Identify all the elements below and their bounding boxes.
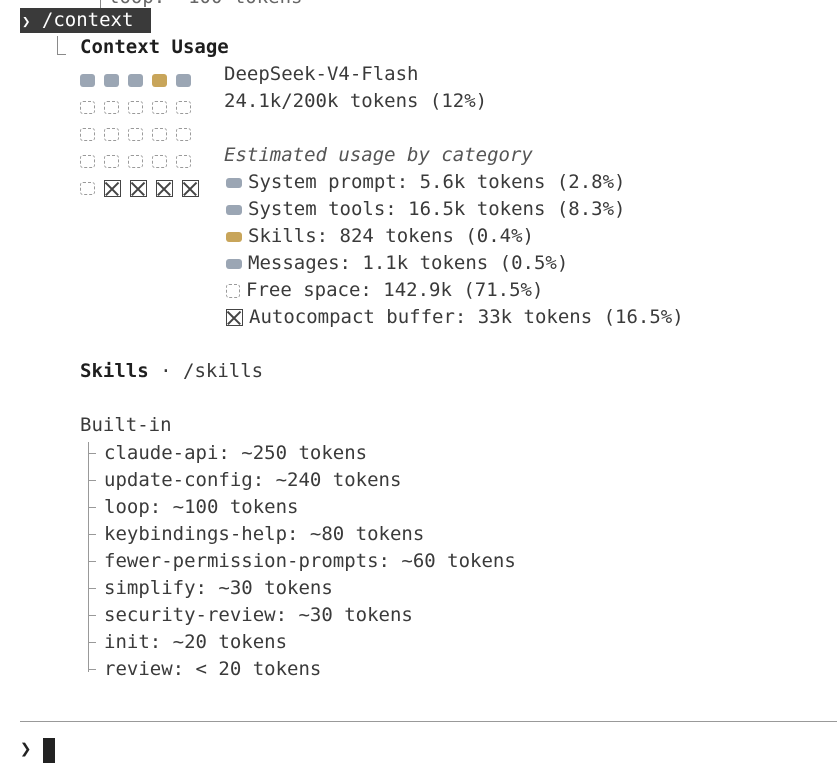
skill-list-item: init: ~20 tokens [88,629,516,656]
tree-connector [88,588,96,589]
skill-label: keybindings-help: ~80 tokens [104,523,425,545]
free-space-block-icon [80,155,95,168]
tree-connector [88,642,96,643]
free-space-block-icon [152,128,167,141]
tree-connector [100,0,101,8]
free-space-block-icon [176,101,191,114]
skills-separator: · [160,360,172,382]
category-row: Free space: 142.9k (71.5%) [226,277,684,304]
tree-connector [88,615,96,616]
usage-grid-row [80,121,208,148]
free-space-block-icon [176,128,191,141]
free-space-block-icon [226,283,240,298]
autocompact-buffer-block-icon [104,180,121,197]
tree-connector [57,36,66,55]
tree-connector [88,480,96,481]
usage-grid [80,67,208,202]
free-space-block-icon [152,155,167,168]
category-row: System tools: 16.5k tokens (8.3%) [226,196,684,223]
skill-list: claude-api: ~250 tokens update-config: ~2… [88,440,516,683]
tree-connector [88,442,89,672]
skill-list-item: simplify: ~30 tokens [88,575,516,602]
free-space-block-icon [104,155,119,168]
usage-grid-row [80,148,208,175]
category-label: Skills: 824 tokens (0.4%) [248,225,534,247]
free-space-block-icon [80,182,95,195]
free-space-block-icon [176,155,191,168]
skill-label: fewer-permission-prompts: ~60 tokens [104,550,516,572]
input-prompt-chevron-icon: ❯ [20,738,32,760]
skill-list-item: keybindings-help: ~80 tokens [88,521,516,548]
tree-connector [88,534,96,535]
skill-label: claude-api: ~250 tokens [104,442,368,464]
category-label: System prompt: 5.6k tokens (2.8%) [248,171,626,193]
usage-grid-row [80,67,208,94]
free-space-block-icon [128,128,143,141]
free-space-block-icon [152,101,167,114]
free-space-block-icon [104,101,119,114]
skill-list-item: security-review: ~30 tokens [88,602,516,629]
system-tools-block-icon [226,204,242,215]
skill-label: init: ~20 tokens [104,631,288,653]
skill-list-item: claude-api: ~250 tokens [88,440,516,467]
tree-connector [88,561,96,562]
skills-heading: Skills · /skills [80,358,263,385]
autocompact-buffer-block-icon [226,309,243,326]
free-space-block-icon [80,101,95,114]
previous-output-fragment: loop: ~100 tokens [108,0,302,11]
free-space-block-icon [128,101,143,114]
skill-label: loop: ~100 tokens [104,496,299,518]
estimated-usage-label: Estimated usage by category [224,144,533,166]
skill-list-item: update-config: ~240 tokens [88,467,516,494]
free-space-block-icon [128,155,143,168]
category-label: Messages: 1.1k tokens (0.5%) [248,252,569,274]
category-row: System prompt: 5.6k tokens (2.8%) [226,169,684,196]
category-label: System tools: 16.5k tokens (8.3%) [248,198,626,220]
system-block-icon [176,74,191,87]
system-block-icon [80,74,95,87]
input-divider [20,721,837,722]
prompt-chevron-icon: ❯ [22,14,31,30]
autocompact-buffer-block-icon [156,180,173,197]
system-block-icon [104,74,119,87]
category-row: Skills: 824 tokens (0.4%) [226,223,684,250]
free-space-block-icon [104,128,119,141]
built-in-group-label: Built-in [80,414,172,436]
command-text: /context [41,9,134,31]
autocompact-buffer-block-icon [182,180,199,197]
category-label: Autocompact buffer: 33k tokens (16.5%) [249,306,684,328]
command-echo: ❯ /context [20,8,151,33]
model-name: DeepSeek-V4-Flash [224,63,419,85]
context-usage-title: Context Usage [80,36,229,58]
category-label: Free space: 142.9k (71.5%) [246,279,544,301]
skills-block-icon [226,231,242,242]
category-row: Autocompact buffer: 33k tokens (16.5%) [226,304,684,331]
skills-title: Skills [80,360,149,382]
skill-label: review: < 20 tokens [104,658,322,680]
skill-list-item: review: < 20 tokens [88,656,516,683]
token-count: 24.1k/200k tokens (12%) [224,90,488,112]
tree-connector [88,453,96,454]
skill-label: simplify: ~30 tokens [104,577,333,599]
category-legend: System prompt: 5.6k tokens (2.8%) System … [226,169,684,331]
tree-connector [88,669,96,670]
autocompact-buffer-block-icon [130,180,147,197]
usage-grid-row [80,94,208,121]
skill-label: update-config: ~240 tokens [104,469,402,491]
tree-connector [88,507,96,508]
skill-list-item: loop: ~100 tokens [88,494,516,521]
skill-list-item: fewer-permission-prompts: ~60 tokens [88,548,516,575]
skills-block-icon [152,74,167,87]
text-cursor[interactable] [43,738,55,763]
usage-grid-row [80,175,208,202]
skill-label: security-review: ~30 tokens [104,604,413,626]
skills-command: /skills [183,360,264,382]
free-space-block-icon [80,128,95,141]
category-row: Messages: 1.1k tokens (0.5%) [226,250,684,277]
messages-block-icon [226,258,242,269]
system-block-icon [128,74,143,87]
system-prompt-block-icon [226,177,242,188]
